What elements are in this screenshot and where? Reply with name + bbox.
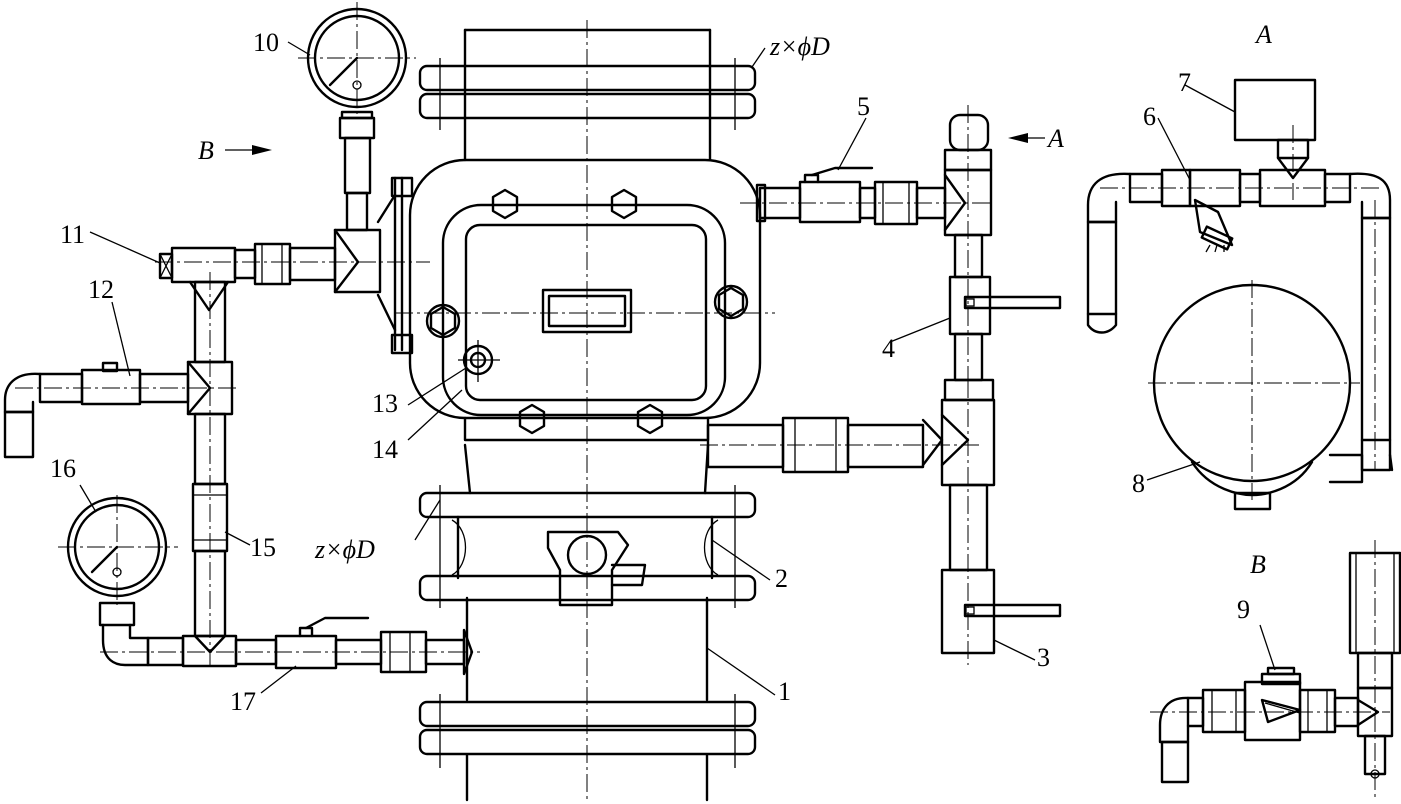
view-arrow-b [225,145,272,155]
tee-11 [158,246,237,312]
label-11: 11 [60,220,85,249]
label-5: 5 [857,92,870,121]
bottom-flange [418,694,757,768]
view-arrow-a [1008,133,1045,143]
label-17: 17 [230,687,256,716]
gauge-16 [58,495,178,627]
label-8: 8 [1132,469,1145,498]
label-15: 15 [250,533,276,562]
label-1: 1 [778,677,791,706]
callout-labels: 10 11 12 13 14 16 15 17 5 4 2 1 3 7 6 8 … [50,20,1272,716]
upper-riser-tee [943,105,993,385]
label-16: 16 [50,454,76,483]
label-detail-b: B [1250,550,1266,579]
top-flange [418,58,757,130]
label-4: 4 [882,334,895,363]
valve-5-pipe [740,166,990,226]
label-view-arrow-a: A [1046,124,1064,153]
middle-flange [418,485,757,608]
label-view-arrow-b: B [198,136,214,165]
retard-connection-pipe [155,228,430,294]
label-10: 10 [253,28,279,57]
label-9: 9 [1237,595,1250,624]
label-6: 6 [1143,102,1156,131]
valve-body-pipe [456,20,714,802]
cover-flange-left [376,176,414,355]
label-7: 7 [1178,68,1191,97]
label-14: 14 [372,435,398,464]
switch-4 [948,275,1062,382]
main-drain-branch [700,416,980,474]
drain-plug-13 [458,340,500,382]
label-flange-bottom: z×ϕD [314,535,375,564]
label-12: 12 [88,275,114,304]
label-3: 3 [1037,643,1050,672]
label-flange-top: z×ϕD [769,32,830,61]
drain-12 [3,361,240,459]
clapper-housing [546,530,647,607]
housing-bolts [425,188,749,435]
vertical-drain-pipe [186,272,234,665]
label-13: 13 [372,389,398,418]
lower-riser-tee [940,378,1062,665]
detail-a [1086,78,1394,511]
label-2: 2 [775,564,788,593]
bottom-test-pipe [100,616,480,676]
label-detail-a: A [1254,20,1272,49]
gauge-10 [298,2,416,232]
leader-lines [79,41,1276,696]
detail-b [1150,540,1401,800]
